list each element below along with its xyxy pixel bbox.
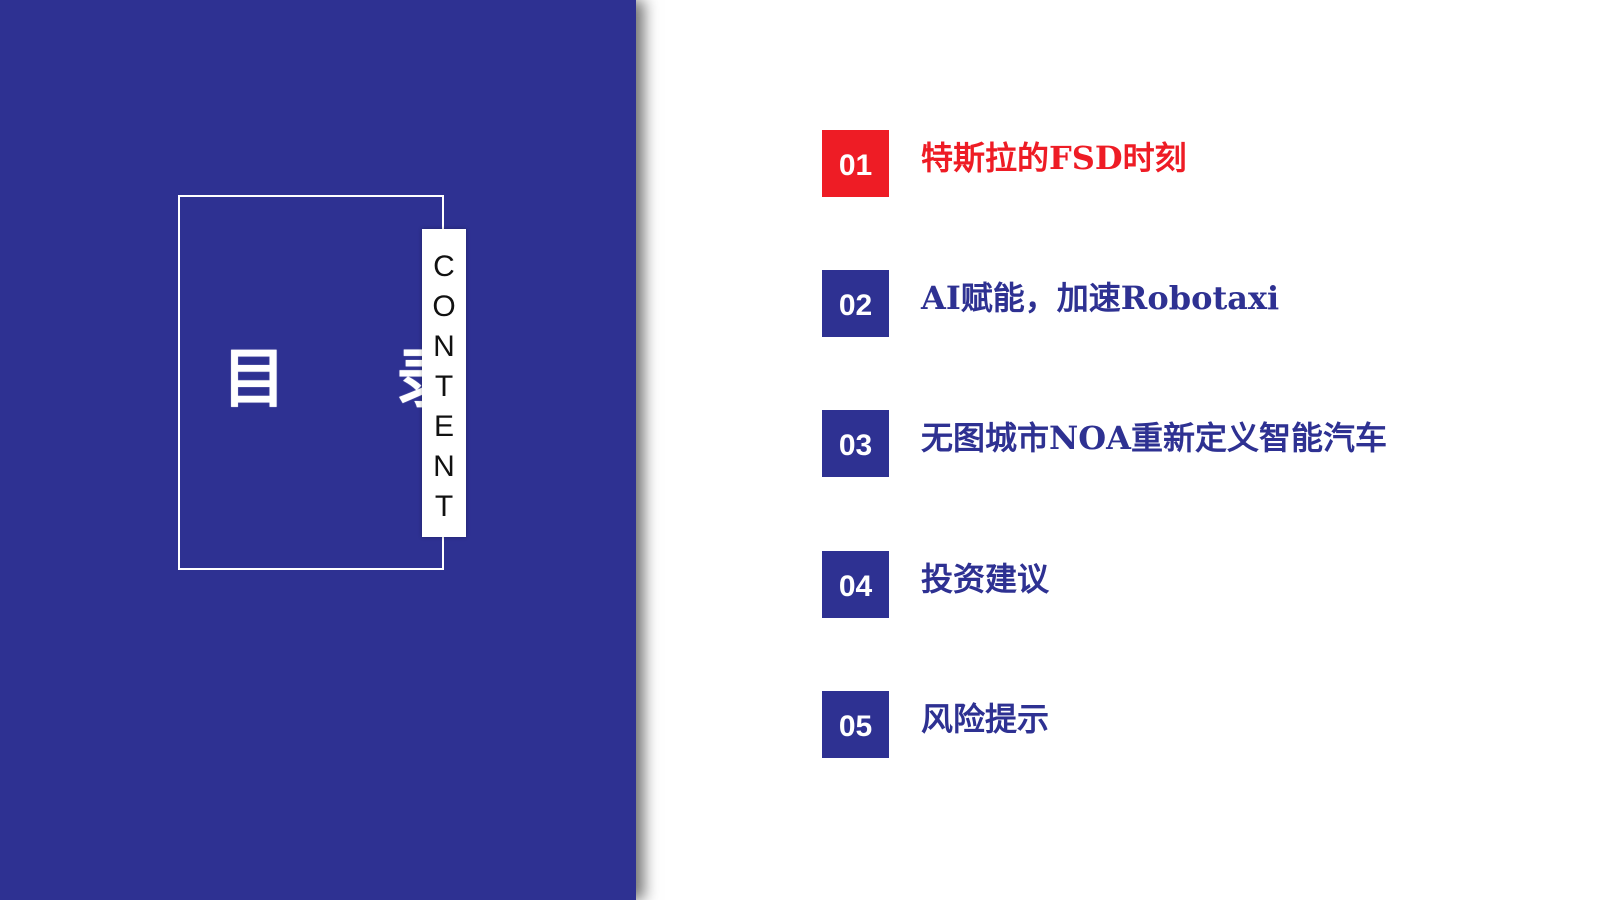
content-letter: T	[434, 490, 454, 523]
content-letter: T	[434, 370, 454, 403]
left-panel: 目 录 C O N T E N T	[0, 0, 636, 900]
content-letter: N	[433, 330, 455, 363]
toc-item-number: 04	[822, 551, 889, 618]
toc-item-2[interactable]: 02 AI赋能，加速Robotaxi	[822, 270, 1522, 338]
toc-item-1[interactable]: 01 特斯拉的FSD时刻	[822, 130, 1522, 198]
toc-item-number: 05	[822, 691, 889, 758]
toc-item-number: 02	[822, 270, 889, 337]
toc-item-title: 投资建议	[921, 560, 1050, 598]
content-letter: C	[433, 250, 455, 283]
toc-item-number: 03	[822, 410, 889, 477]
content-vertical-label: C O N T E N T	[422, 247, 466, 527]
toc-heading: 目 录	[222, 342, 505, 417]
content-letter: N	[433, 450, 455, 483]
toc-item-number: 01	[822, 130, 889, 197]
toc-item-title: 风险提示	[921, 700, 1050, 738]
content-letter: E	[433, 410, 454, 443]
toc-item-title: AI赋能，加速Robotaxi	[921, 279, 1280, 317]
toc-item-title: 特斯拉的FSD时刻	[921, 139, 1187, 177]
content-letter: O	[432, 290, 456, 323]
toc-item-3[interactable]: 03 无图城市NOA重新定义智能汽车	[822, 410, 1522, 478]
toc-item-4[interactable]: 04 投资建议	[822, 551, 1522, 619]
toc-item-5[interactable]: 05 风险提示	[822, 691, 1522, 759]
content-label-strip: C O N T E N T	[422, 229, 466, 537]
toc-item-title: 无图城市NOA重新定义智能汽车	[921, 419, 1387, 457]
